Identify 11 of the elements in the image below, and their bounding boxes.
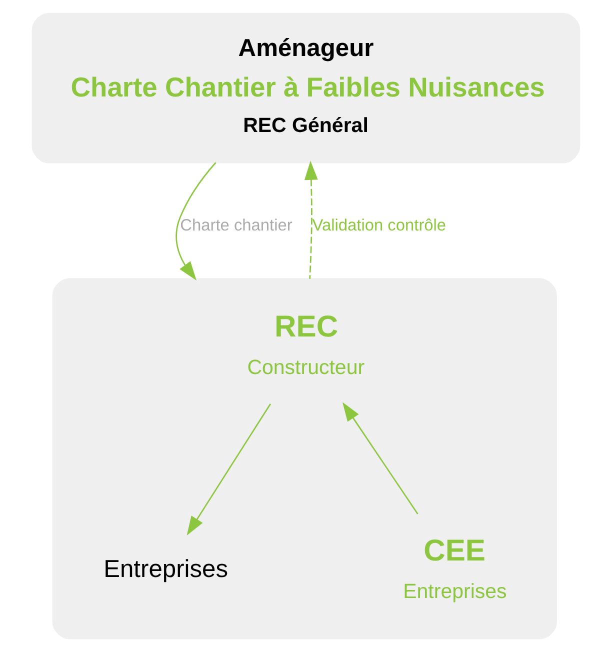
node-text: REC Constructeur bbox=[247, 310, 365, 379]
node-text: CEE Entreprises bbox=[403, 534, 507, 604]
cluster bbox=[52, 278, 557, 640]
arrow bbox=[342, 402, 418, 514]
edge-label: Validation contrôle bbox=[312, 216, 446, 234]
arrow bbox=[176, 162, 216, 280]
edge-label: Charte chantier bbox=[180, 216, 292, 234]
node-box: Aménageur Charte Chantier à Faibles Nuisances REC Général bbox=[32, 12, 580, 164]
arrow bbox=[304, 160, 318, 279]
arrow bbox=[186, 403, 272, 536]
node-text: Entreprises bbox=[104, 556, 228, 583]
